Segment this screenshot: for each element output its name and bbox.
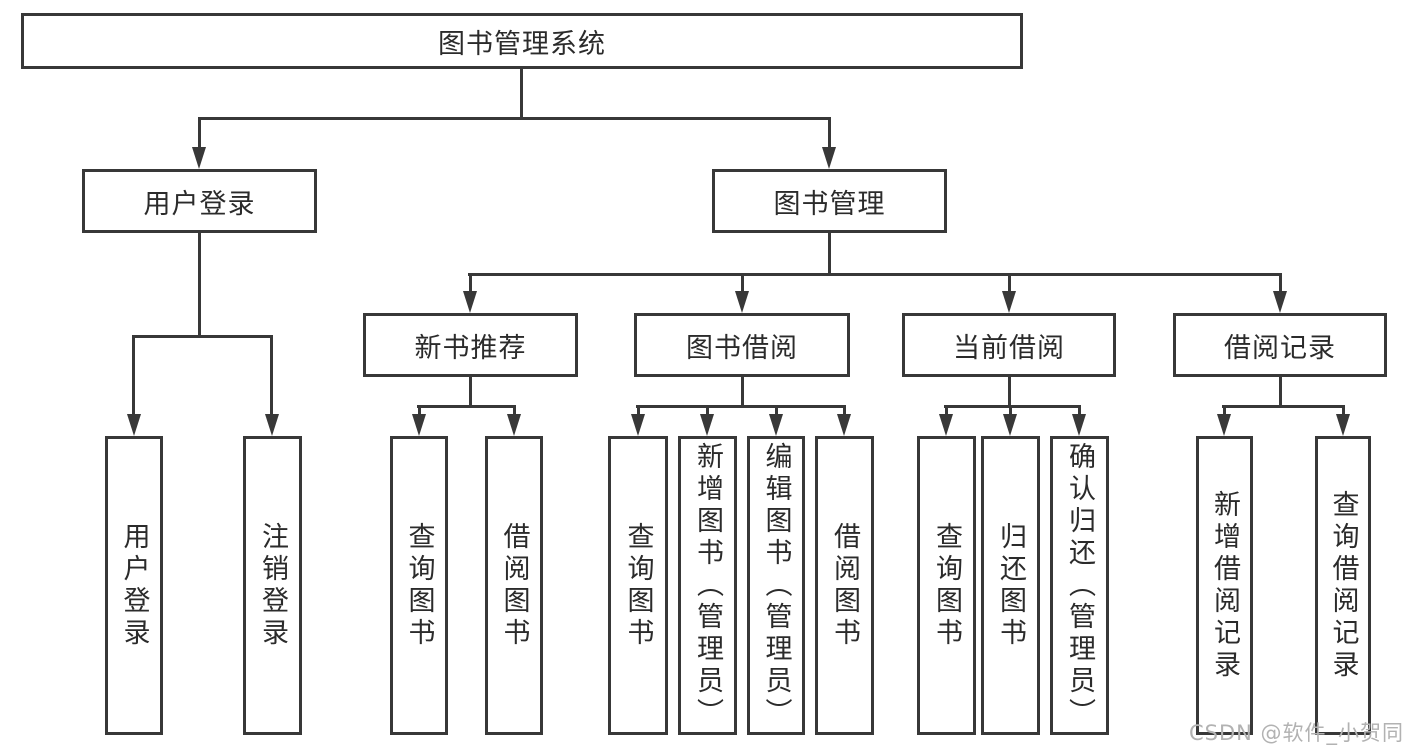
connector-line	[1279, 273, 1282, 293]
leaf-logout: 注销登录	[243, 436, 302, 735]
connector-line	[945, 405, 948, 416]
connector-line	[418, 405, 421, 416]
arrow-down-icon	[769, 414, 783, 436]
arrow-down-icon	[1072, 414, 1086, 436]
leaf-user-login: 用户登录	[105, 436, 163, 735]
connector-line	[469, 375, 472, 407]
connector-line	[1009, 405, 1012, 416]
connector-line	[843, 405, 846, 416]
connector-line	[706, 405, 709, 416]
node-label: 借阅图书	[498, 521, 530, 650]
arrow-down-icon	[127, 414, 141, 436]
leaf-add-books-admin: 新增图书（管理员）	[678, 436, 737, 735]
node-root-label: 图书管理系统	[438, 28, 606, 60]
connector-line	[417, 405, 516, 408]
connector-line	[198, 117, 831, 120]
connector-line	[1078, 405, 1081, 416]
connector-line	[513, 405, 516, 416]
node-label: 新增借阅记录	[1209, 489, 1240, 682]
leaf-edit-books-admin: 编辑图书（管理员）	[747, 436, 805, 735]
node-label: 图书管理	[773, 188, 886, 220]
arrow-down-icon	[837, 414, 851, 436]
connector-line	[741, 273, 744, 293]
arrow-down-icon	[463, 291, 477, 313]
arrow-down-icon	[700, 414, 714, 436]
node-label: 用户登录	[118, 521, 150, 650]
node-label: 编辑图书（管理员）	[760, 441, 792, 730]
node-borrowing-records: 借阅记录	[1173, 313, 1387, 377]
leaf-add-borrow-record: 新增借阅记录	[1196, 436, 1253, 735]
connector-line	[198, 117, 201, 149]
connector-line	[132, 335, 135, 416]
node-user-login: 用户登录	[82, 169, 317, 233]
node-label: 图书借阅	[686, 332, 798, 364]
connector-line	[520, 67, 523, 119]
arrow-down-icon	[1273, 291, 1287, 313]
node-label: 新书推荐	[414, 332, 527, 364]
connector-line	[132, 335, 273, 338]
node-label: 新增图书（管理员）	[692, 441, 723, 730]
node-book-borrowing: 图书借阅	[634, 313, 850, 377]
arrow-down-icon	[192, 147, 206, 169]
arrow-down-icon	[507, 414, 521, 436]
arrow-down-icon	[1003, 414, 1017, 436]
arrow-down-icon	[939, 414, 953, 436]
connector-line	[636, 405, 846, 408]
connector-line	[1223, 405, 1226, 416]
connector-line	[469, 273, 472, 293]
arrow-down-icon	[822, 147, 836, 169]
connector-line	[1342, 405, 1345, 416]
connector-line	[1279, 375, 1282, 407]
node-label: 归还图书	[995, 521, 1026, 650]
leaf-confirm-return-admin: 确认归还（管理员）	[1050, 436, 1109, 735]
node-label: 注销登录	[257, 521, 288, 650]
leaf-query-books-recommend: 查询图书	[390, 436, 448, 735]
node-label: 借阅记录	[1224, 332, 1336, 364]
node-label: 查询图书	[403, 521, 435, 650]
node-label: 借阅图书	[829, 521, 860, 650]
leaf-query-borrow-record: 查询借阅记录	[1315, 436, 1371, 735]
node-root: 图书管理系统	[21, 13, 1023, 69]
node-label: 查询图书	[622, 521, 654, 650]
arrow-down-icon	[265, 414, 279, 436]
arrow-down-icon	[735, 291, 749, 313]
node-label: 用户登录	[143, 188, 256, 220]
arrow-down-icon	[1336, 414, 1350, 436]
node-new-book-recommend: 新书推荐	[363, 313, 578, 377]
arrow-down-icon	[631, 414, 645, 436]
node-label: 查询图书	[931, 521, 962, 650]
connector-line	[828, 117, 831, 149]
leaf-borrow-books-recommend: 借阅图书	[485, 436, 543, 735]
connector-line	[1008, 375, 1011, 407]
leaf-query-books-borrow: 查询图书	[608, 436, 668, 735]
connector-line	[198, 231, 201, 337]
connector-line	[270, 335, 273, 416]
node-current-borrowing: 当前借阅	[902, 313, 1116, 377]
leaf-borrow-books: 借阅图书	[815, 436, 874, 735]
node-label: 查询借阅记录	[1327, 489, 1359, 682]
node-book-management: 图书管理	[712, 169, 947, 233]
connector-line	[1222, 405, 1345, 408]
node-label: 确认归还（管理员）	[1064, 441, 1095, 730]
connector-line	[741, 375, 744, 407]
connector-line	[468, 273, 1282, 276]
connector-line	[775, 405, 778, 416]
arrow-down-icon	[1217, 414, 1231, 436]
connector-line	[944, 405, 1081, 408]
connector-line	[637, 405, 640, 416]
arrow-down-icon	[1002, 291, 1016, 313]
node-label: 当前借阅	[953, 332, 1065, 364]
csdn-watermark: CSDN @软件_小贺同学	[1189, 721, 1405, 745]
arrow-down-icon	[412, 414, 426, 436]
connector-line	[1008, 273, 1011, 293]
connector-line	[828, 231, 831, 275]
leaf-return-books: 归还图书	[981, 436, 1040, 735]
leaf-query-books-current: 查询图书	[917, 436, 976, 735]
